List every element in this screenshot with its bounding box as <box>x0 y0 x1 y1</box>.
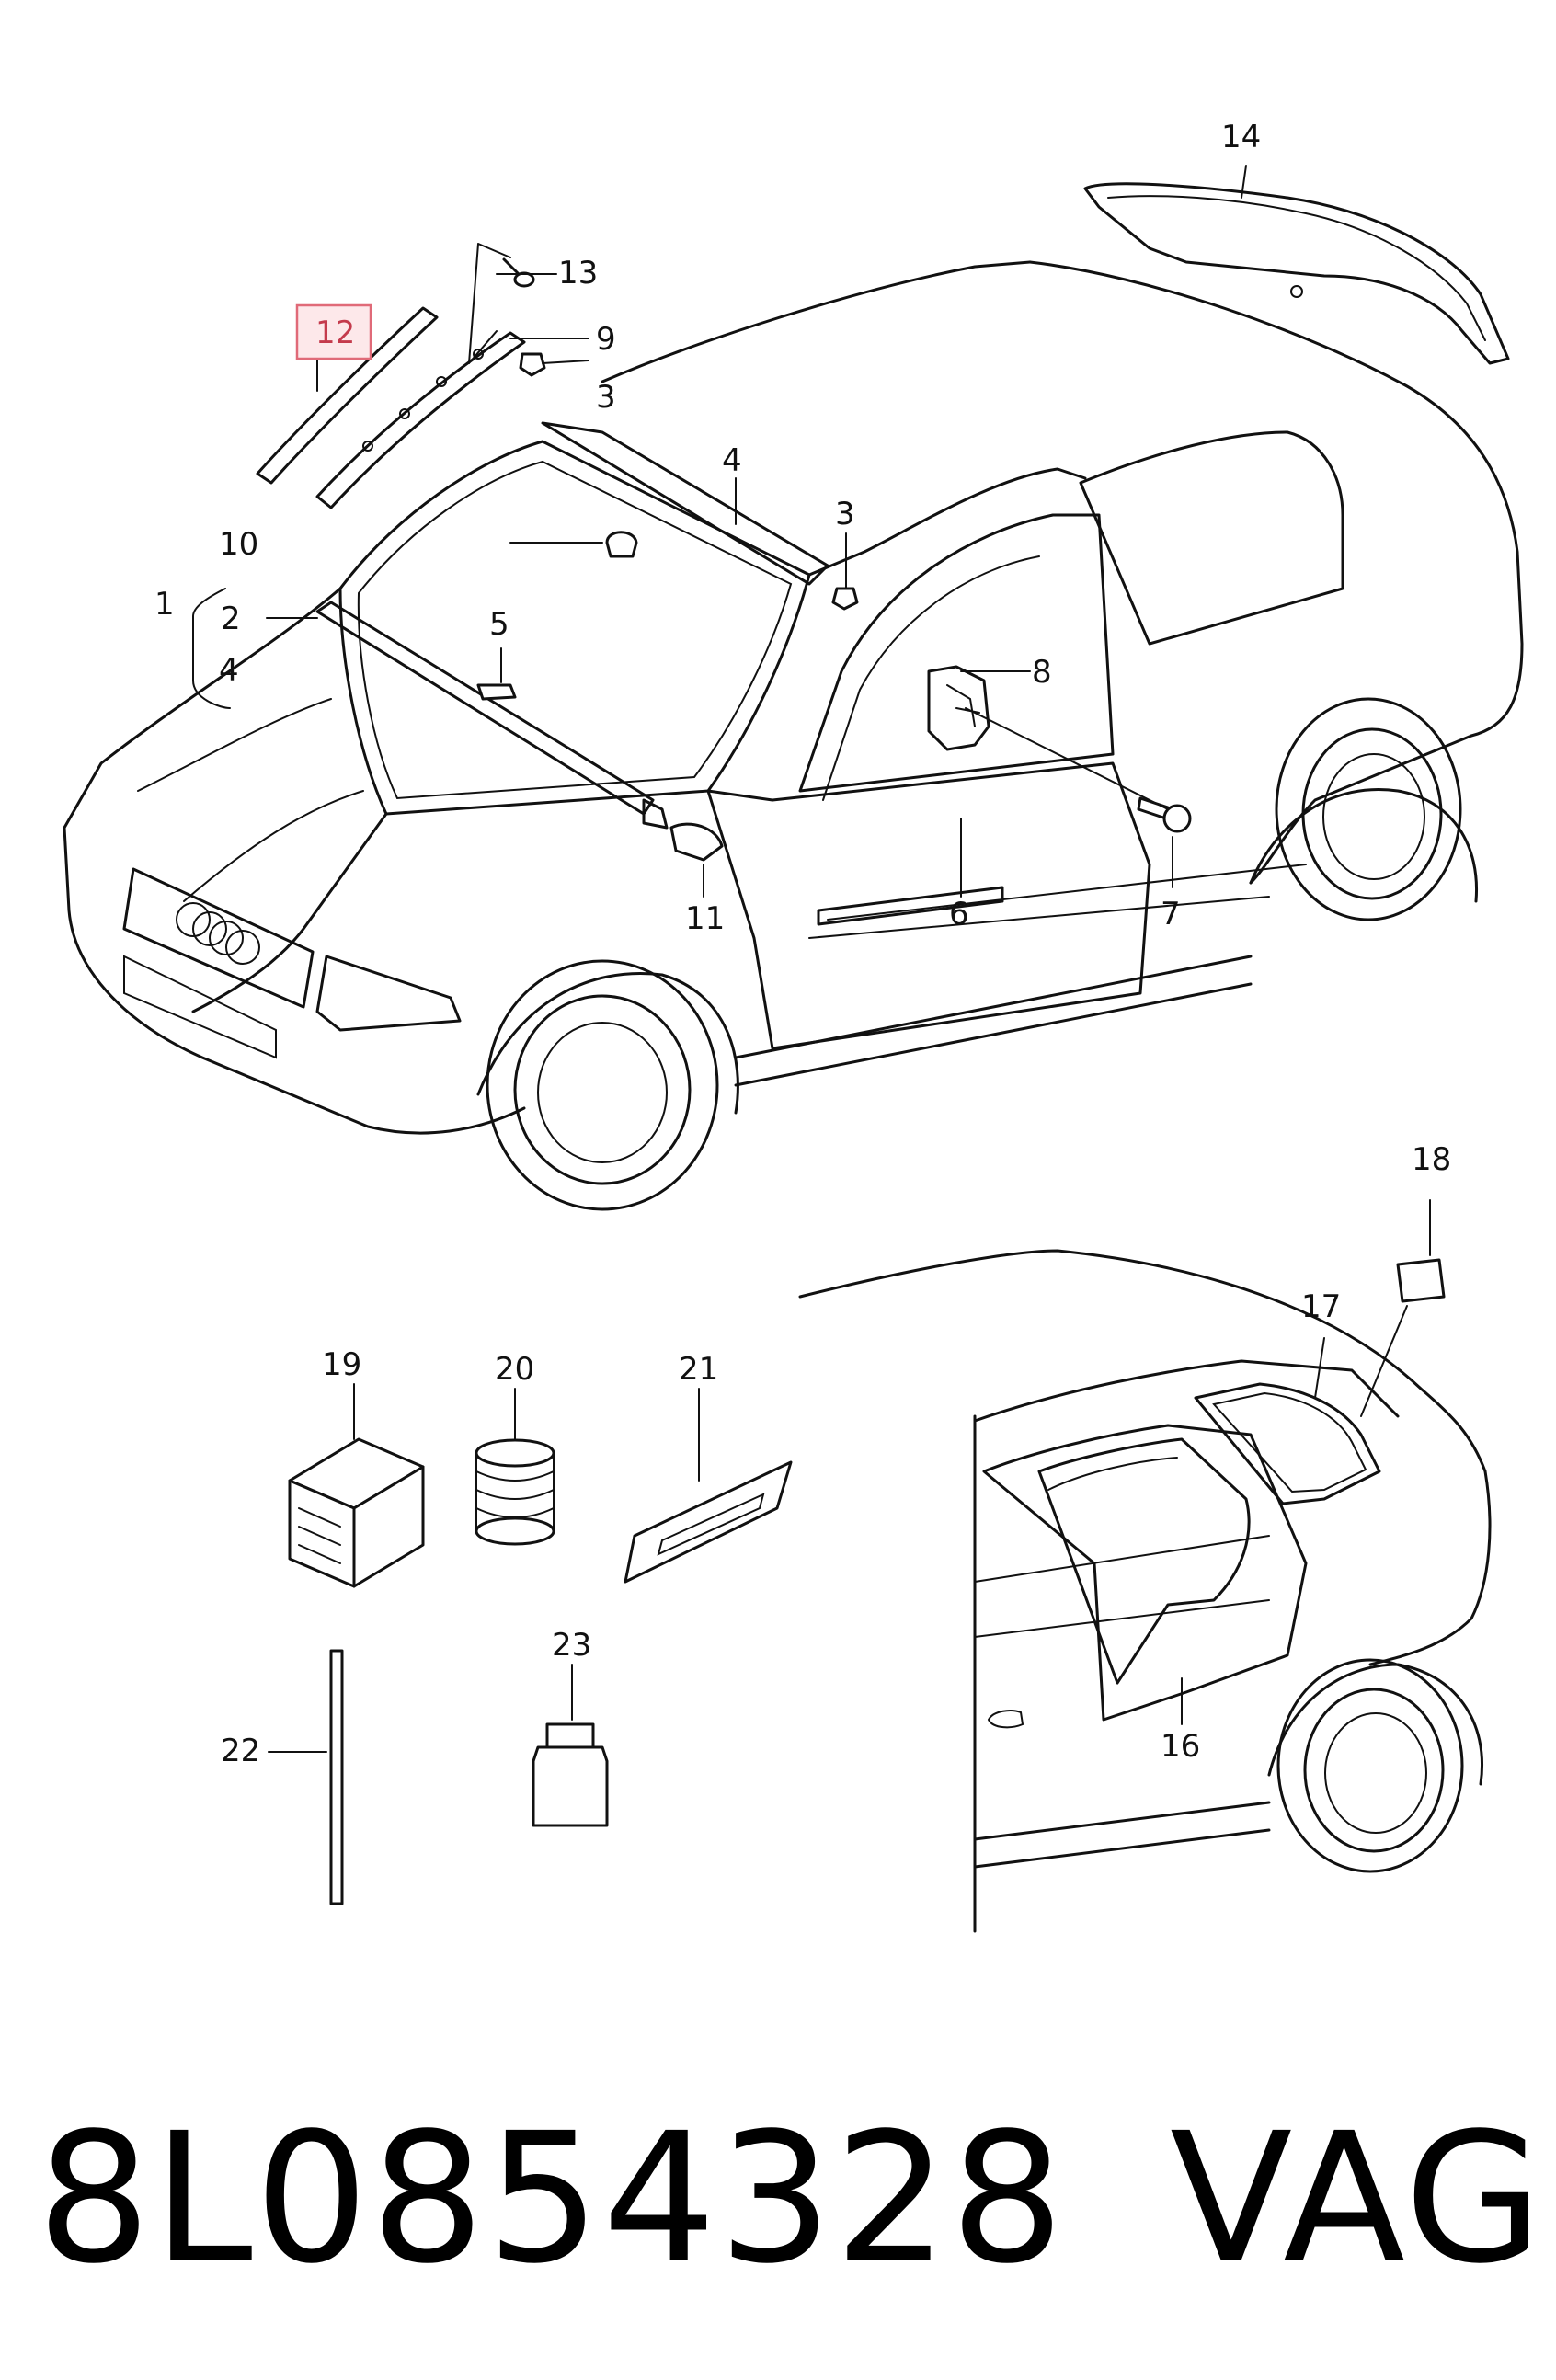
pin-part-13 <box>502 257 535 288</box>
callout-12: 12 <box>315 315 355 351</box>
rear-door <box>982 1424 1308 1722</box>
callout-13: 13 <box>558 255 598 292</box>
callout-11: 11 <box>685 900 725 937</box>
callout-14: 14 <box>1221 119 1261 155</box>
callout-22: 22 <box>221 1733 260 1769</box>
callout-18: 18 <box>1412 1141 1451 1178</box>
lock-part-8 <box>927 665 990 751</box>
callout-19: 19 <box>322 1346 361 1383</box>
parts-diagram-svg: 12 13 9 3 4 3 10 1 2 4 5 8 11 6 7 14 18 … <box>63 119 1524 1933</box>
lower-trim <box>642 798 669 830</box>
rear-quarter-window-part-17 <box>1194 1382 1381 1505</box>
rear-door-handle <box>987 1710 1024 1729</box>
callout-leaders <box>192 165 1431 1753</box>
car-roof-outline <box>601 260 1032 383</box>
hood-crease <box>137 698 364 902</box>
mirror-part-11 <box>669 822 724 862</box>
roof-strip-part-9 <box>315 331 526 509</box>
car-rear-quarter <box>1249 734 1473 885</box>
highlight-box-part-12 <box>295 303 372 360</box>
tape-roll-part-20 <box>475 1438 555 1546</box>
callout-4-top: 4 <box>722 442 742 479</box>
body-side-line <box>808 864 1307 939</box>
car-rear-view <box>798 1249 1492 1933</box>
callout-10: 10 <box>219 526 258 563</box>
callout-8: 8 <box>1032 654 1052 691</box>
windshield-moldings <box>315 421 829 862</box>
callout-5: 5 <box>489 606 509 643</box>
rear-car-roof <box>798 1249 1487 1473</box>
windshield-inner <box>357 460 793 800</box>
license-plate-area <box>123 955 277 1059</box>
front-bumper <box>63 826 526 1135</box>
callout-2: 2 <box>221 601 241 637</box>
callout-9: 9 <box>596 321 616 358</box>
roof-strips <box>256 243 859 701</box>
part-number: 8L0854328 <box>37 2093 1067 2303</box>
car-roof-rear <box>1028 260 1524 738</box>
rear-door-window-part-16 <box>1037 1437 1251 1685</box>
callout-1: 1 <box>154 586 175 623</box>
rear-car-wheel <box>1267 1658 1483 1873</box>
bottle-part-23 <box>532 1722 609 1827</box>
front-door <box>706 761 1151 1050</box>
callout-20: 20 <box>495 1351 534 1388</box>
windshield-outer <box>338 440 811 816</box>
front-wheel <box>476 959 739 1211</box>
hood-outline <box>63 587 388 1013</box>
rear-side-crease <box>974 1535 1270 1638</box>
emblem-part-21 <box>624 1460 793 1584</box>
clip-part-3-right <box>831 587 859 611</box>
rod-part-22 <box>329 1649 344 1905</box>
sensor-part-5 <box>476 683 517 701</box>
parts-diagram: 12 13 9 3 4 3 10 1 2 4 5 8 11 6 7 14 18 … <box>63 119 1524 1933</box>
side-trim-part-2 <box>315 601 655 816</box>
rear-side-window <box>1079 430 1344 646</box>
side-molding <box>817 886 1004 926</box>
brand-name: VAG <box>1170 2093 1545 2303</box>
sill-line <box>734 955 1253 1087</box>
clip-part-3-top <box>519 352 546 377</box>
rear-wheel <box>1249 697 1479 921</box>
lock-rod <box>965 707 1178 815</box>
callout-4-left: 4 <box>219 652 239 689</box>
rear-car-sill <box>973 1414 1271 1933</box>
stop-part-10 <box>605 531 638 558</box>
door-handle-parts <box>927 665 1192 833</box>
roof-strip-part-12 <box>256 306 439 485</box>
headlight <box>315 955 462 1032</box>
roof-strip-clips <box>362 349 484 452</box>
callout-17: 17 <box>1301 1288 1341 1325</box>
callout-3-right: 3 <box>835 496 855 532</box>
upper-molding-part-4 <box>541 421 829 586</box>
callout-21: 21 <box>679 1351 718 1388</box>
tailgate-glass-part-14 <box>1083 182 1510 365</box>
car-front-view <box>63 260 1524 1211</box>
caption: 8L0854328 VAG <box>37 2060 1545 2336</box>
callout-labels: 13 9 3 4 3 10 1 2 4 5 8 11 6 7 14 18 17 … <box>154 119 1451 1769</box>
box-part-19 <box>288 1437 425 1588</box>
door-window <box>798 513 1115 793</box>
callout-23: 23 <box>552 1627 591 1664</box>
roof-strip-leader-lines <box>468 243 511 364</box>
callout-6: 6 <box>949 896 969 933</box>
door-glass-line <box>822 555 1040 801</box>
callout-16: 16 <box>1161 1728 1200 1765</box>
callout-3-top: 3 <box>596 379 616 416</box>
trim-part-18 <box>1396 1258 1446 1303</box>
callout-7: 7 <box>1161 896 1181 933</box>
front-grille <box>122 867 315 1009</box>
brand-rings-logo <box>176 902 260 965</box>
rear-car-body <box>973 1359 1492 1666</box>
a-pillar <box>807 467 1087 577</box>
